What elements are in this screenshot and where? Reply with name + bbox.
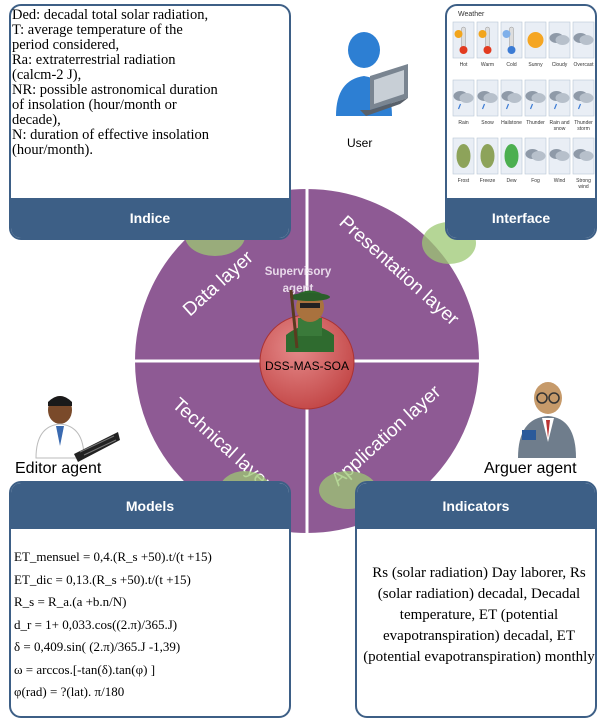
sun-icon: Sunny — [524, 21, 547, 68]
indice-header: Indice — [11, 198, 289, 238]
weather-item-label: Hot — [460, 62, 468, 68]
indice-line: decade), — [12, 112, 61, 128]
rain-icon: Rain — [452, 79, 475, 126]
models-formulas: ET_mensuel = 0,4.(R_s +50).t/(t +15) ET_… — [14, 546, 212, 704]
supervisory-label-line1: Supervisory — [265, 266, 332, 278]
indice-line: N: duration of effective insolation — [12, 127, 210, 143]
indice-line: period considered, — [12, 37, 120, 53]
indice-line: (calcm-2 J), — [12, 67, 82, 83]
freeze-leaf-icon: Freeze — [476, 137, 499, 184]
user-label: User — [347, 136, 373, 150]
arguer-agent-label: Arguer agent — [484, 460, 577, 477]
indicators-text: Rs (solar radiation) Day laborer, Rs (so… — [363, 565, 595, 665]
indice-line: of insolation (hour/month or — [12, 97, 177, 113]
weather-item-label: Cloudy — [552, 62, 568, 68]
indice-line: Ded: decadal total solar radiation, — [12, 7, 209, 23]
center-label: DSS-MAS-SOA — [265, 359, 349, 373]
weather-item-label: Warm — [481, 62, 494, 68]
formula-line: φ(rad) = ?(lat). π/180 — [14, 684, 125, 699]
wind-icon: Wind — [548, 137, 571, 184]
snow-icon: Snow — [476, 79, 499, 126]
weather-item-label: Hailstone — [501, 120, 522, 126]
indicators-header: Indicators — [357, 483, 595, 529]
interface-header: Interface — [447, 198, 595, 238]
weather-item-label: Dew — [506, 178, 516, 184]
weather-window-title: Weather — [458, 11, 485, 18]
dew-leaf-icon: Dew — [500, 137, 523, 184]
user-icon — [336, 32, 408, 116]
formula-line: d_r = 1+ 0,033.cos((2.π)/365.J) — [14, 616, 178, 632]
frost-leaf-icon: Frost — [452, 137, 475, 184]
weather-item-label: Wind — [554, 178, 566, 184]
formula-line: ET_dic = 0,13.(R_s +50).t/(t +15) — [14, 571, 191, 587]
hail-icon: Hailstone — [500, 79, 523, 126]
weather-item-label: Freeze — [480, 178, 496, 184]
weather-item-label: Cold — [506, 62, 517, 68]
formula-line: δ = 0,409.sin( (2.π)/365.J -1,39) — [14, 639, 181, 654]
editor-agent-icon — [35, 396, 120, 462]
weather-item-label: Sunny — [528, 62, 543, 68]
weather-item-label: Fog — [531, 178, 540, 184]
indice-line: T: average temperature of the — [12, 22, 183, 38]
indice-line: Ra: extraterrestrial radiation — [12, 52, 176, 68]
thermometer-hot-icon: Hot — [452, 21, 475, 68]
arguer-agent-icon — [518, 382, 576, 458]
quadrant-presentation-layer — [307, 188, 480, 361]
editor-agent-label: Editor agent — [15, 460, 102, 477]
weather-item-label: Overcast — [573, 62, 594, 68]
fog-icon: Fog — [524, 137, 547, 184]
thunder-icon: Thunder — [524, 79, 547, 126]
thermometer-cold-icon: Cold — [500, 21, 523, 68]
weather-item-label: Frost — [458, 178, 470, 184]
formula-line: ET_mensuel = 0,4.(R_s +50).t/(t +15) — [14, 549, 212, 564]
supervisory-agent-icon — [286, 289, 334, 352]
formula-line: R_s = R_a.(a +b.n/N) — [14, 594, 127, 609]
cloudy-icon: Cloudy — [548, 21, 571, 68]
indice-line: (hour/month). — [12, 142, 93, 158]
weather-item-label: Thunder — [526, 120, 545, 126]
thermometer-warm-icon: Warm — [476, 21, 499, 68]
indice-text: Ded: decadal total solar radiation, T: a… — [12, 8, 292, 158]
weather-item-label: Snow — [481, 120, 494, 126]
overcast-icon: Overcast — [572, 21, 595, 68]
models-header: Models — [11, 483, 289, 529]
formula-line: ω = arccos.[-tan(δ).tan(φ) ] — [14, 661, 156, 677]
weather-item-label: Rain — [458, 120, 469, 126]
indice-line: NR: possible astronomical duration — [12, 82, 218, 98]
